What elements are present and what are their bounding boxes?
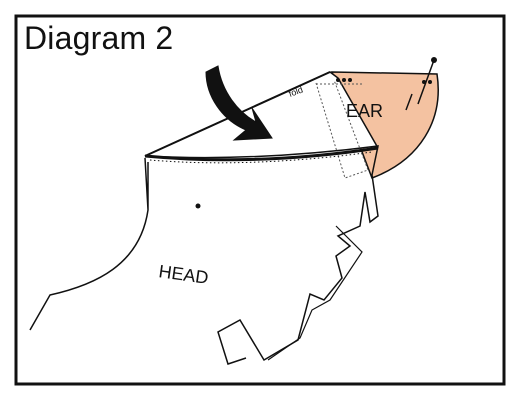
- head-outline-right: [144, 145, 379, 365]
- head-top-seam: [144, 146, 379, 162]
- pin-dot: [422, 80, 426, 84]
- diagram-title: Diagram 2: [24, 20, 174, 56]
- seam-dot: [348, 78, 352, 82]
- ear-label: EAR: [346, 101, 383, 121]
- pin-dot: [428, 80, 432, 84]
- eye-dot: [195, 203, 201, 209]
- fold-label: fold: [287, 85, 304, 99]
- seam-dot: [336, 78, 340, 82]
- fold-dotted-outline: [315, 79, 369, 179]
- pin-mark: [405, 93, 413, 111]
- curved-arrow-icon: [205, 65, 273, 141]
- head-jagged-edge: [267, 225, 363, 361]
- seam-dot: [342, 78, 346, 82]
- head-outline-left: [29, 157, 149, 331]
- pin-head: [431, 57, 437, 63]
- diagram-border: [14, 14, 506, 386]
- head-label: HEAD: [157, 261, 209, 288]
